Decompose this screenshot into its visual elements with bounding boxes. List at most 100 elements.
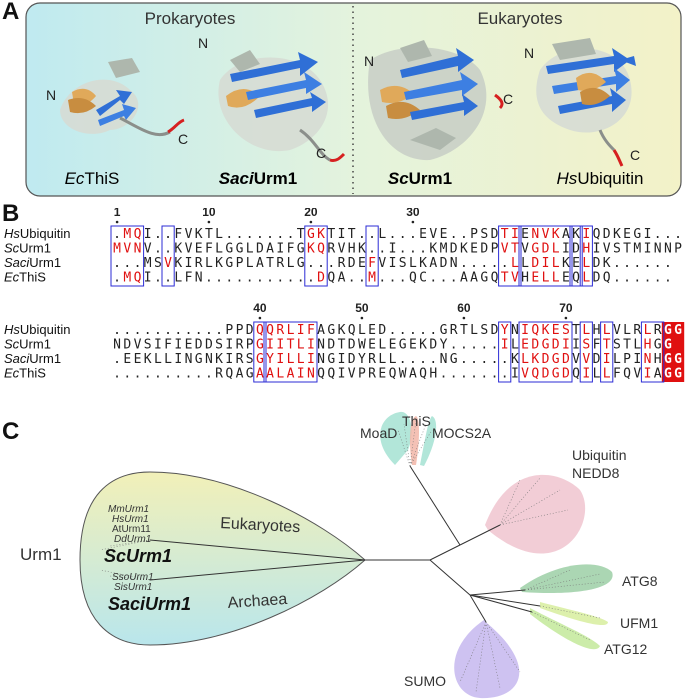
sequence-label: HsUbiquitin	[4, 226, 70, 241]
residue: Q	[327, 271, 335, 286]
residue: .	[144, 323, 152, 338]
panel-label-c: C	[2, 418, 20, 445]
panel-a-structures: Prokaryotes Eukaryotes N C EcThiS N C Sa…	[25, 2, 682, 197]
residue: E	[389, 338, 397, 353]
residue: V	[603, 242, 611, 257]
residue: .	[460, 352, 468, 367]
residue: Q	[603, 271, 611, 286]
residue: L	[297, 338, 305, 353]
residue: K	[195, 227, 203, 242]
residue: .	[215, 271, 223, 286]
residue: .	[450, 367, 458, 382]
residue: I	[338, 227, 346, 242]
residue: R	[236, 338, 244, 353]
residue: N	[644, 352, 652, 367]
c-terminus: C	[316, 145, 326, 161]
residue: E	[521, 227, 529, 242]
residue: I	[276, 338, 284, 353]
residue: L	[358, 323, 366, 338]
residue: I	[644, 367, 652, 382]
residue: .	[113, 352, 121, 367]
residue: K	[603, 256, 611, 271]
clade-fan-mocs2a	[420, 416, 437, 466]
residue: .	[358, 227, 366, 242]
clade-label-moad: MoaD	[360, 425, 397, 441]
residue: G	[246, 367, 254, 382]
residue: H	[521, 271, 529, 286]
clade-label-nedd8: NEDD8	[572, 465, 620, 481]
residue: .	[205, 323, 213, 338]
residue: G	[297, 256, 305, 271]
residue: .	[368, 242, 376, 257]
residue: Y	[266, 352, 274, 367]
residue: .	[174, 323, 182, 338]
conservation-box	[263, 321, 318, 383]
structure-hsubiquitin: N C	[524, 38, 640, 167]
residue: G	[633, 227, 641, 242]
residue: .	[266, 227, 274, 242]
residue: .	[419, 352, 427, 367]
residue: D	[593, 352, 601, 367]
sequence-label: HsUbiquitin	[4, 322, 70, 337]
residue: .	[154, 242, 162, 257]
residue: T	[603, 338, 611, 353]
residue: N	[195, 271, 203, 286]
residue: .	[195, 323, 203, 338]
residue-number-50: 50	[355, 301, 369, 315]
residue: Q	[317, 242, 325, 257]
residue: D	[542, 367, 550, 382]
residue: .	[470, 256, 478, 271]
residue: A	[460, 271, 468, 286]
residue: .	[664, 271, 672, 286]
phylogenetic-tree: MoaD ThiS MOCS2A Ubiquitin NEDD8 ATG8 UF…	[20, 411, 658, 699]
residue: L	[378, 338, 386, 353]
clade-fan-moad	[380, 411, 412, 465]
residue: D	[542, 352, 550, 367]
residue: A	[654, 367, 662, 382]
residue: T	[623, 338, 631, 353]
residue: L	[378, 227, 386, 242]
residue: K	[317, 227, 325, 242]
residue: Q	[134, 227, 142, 242]
residue: .	[480, 256, 488, 271]
residue: D	[317, 271, 325, 286]
clade-fan-ubiquitin	[485, 474, 586, 554]
euk-species-mm: MmUrm1	[108, 504, 149, 515]
residue: R	[368, 352, 376, 367]
residue: R	[654, 323, 662, 338]
residue: V	[185, 227, 193, 242]
residue: G	[225, 242, 233, 257]
conservation-box	[498, 321, 512, 383]
residue: D	[246, 323, 254, 338]
residue: S	[613, 242, 621, 257]
residue: N	[440, 352, 448, 367]
residue: .	[654, 256, 662, 271]
residue: L	[552, 271, 560, 286]
residue: L	[603, 323, 611, 338]
residue: E	[552, 323, 560, 338]
sc-urm1-label: ScUrm1	[104, 546, 172, 566]
residue: L	[552, 242, 560, 257]
residue: E	[521, 338, 529, 353]
residue: .	[613, 256, 621, 271]
residue: .	[256, 271, 264, 286]
residue: E	[378, 367, 386, 382]
residue: I	[562, 242, 570, 257]
residue: .	[113, 367, 121, 382]
conserved-gg-highlight	[661, 322, 685, 382]
residue: P	[470, 227, 478, 242]
residue: L	[521, 352, 529, 367]
residue: L	[521, 256, 529, 271]
clade-fan-atg8	[520, 564, 613, 594]
residue: F	[164, 338, 172, 353]
residue: C	[419, 271, 427, 286]
c-terminus: C	[503, 91, 513, 107]
residue-number-dot	[360, 316, 364, 320]
residue: V	[501, 242, 509, 257]
residue: A	[470, 271, 478, 286]
residue: S	[480, 227, 488, 242]
residue: T	[205, 227, 213, 242]
residue: .	[297, 271, 305, 286]
residue: D	[348, 338, 356, 353]
sequence-label: EcThiS	[4, 366, 46, 381]
